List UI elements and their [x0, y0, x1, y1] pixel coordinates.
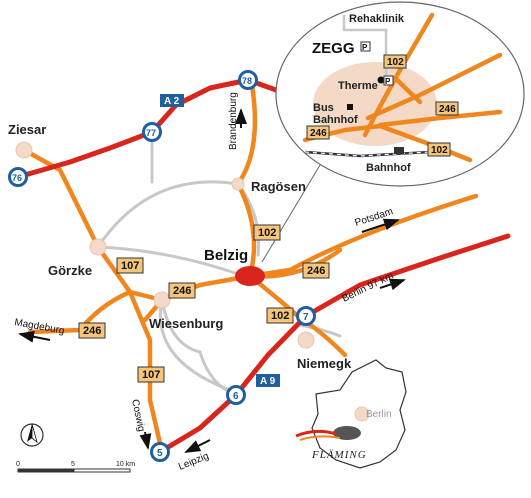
place-goerzke: Görzke: [48, 263, 92, 278]
road-boxes: [78, 54, 459, 383]
road-label-107: 107: [121, 260, 139, 272]
inset-road-label: 246: [310, 128, 327, 139]
road-label-246: 246: [83, 325, 101, 337]
direction-arrows: [18, 108, 406, 453]
scale-ten: 10 km: [116, 461, 135, 468]
inset-bahnhof: Bahnhof: [366, 162, 411, 174]
inset-therme: Therme: [338, 80, 378, 92]
inset-road-label: 246: [439, 104, 456, 115]
road-label-102: 102: [258, 227, 276, 239]
scale-zero: 0: [16, 461, 20, 468]
region-berlin: Berlin: [366, 409, 392, 420]
inset-pointer: [261, 164, 321, 263]
direction-leipzig: Leipzig: [177, 451, 211, 473]
parking-label-2: P: [385, 77, 391, 86]
scale-five: 5: [71, 461, 75, 468]
motorway-shields: [160, 94, 280, 387]
inset-road-label: 102: [431, 145, 448, 156]
direction-berlin: Berlin 97 km: [340, 270, 395, 304]
parking-boxes: [360, 41, 394, 86]
place-niemegk: Niemegk: [297, 356, 352, 371]
exit-label-7: 7: [303, 312, 309, 323]
exit-label-77: 77: [146, 128, 156, 138]
road-label-102: 102: [271, 310, 289, 322]
north-arrow: [20, 423, 44, 447]
exit-label-78: 78: [242, 76, 252, 86]
parking-label-1: P: [362, 43, 368, 52]
place-ziesar: Ziesar: [8, 122, 46, 137]
exit-label-76: 76: [12, 173, 22, 183]
direction-brandenburg: Brandenburg: [228, 92, 239, 150]
motorway-label-a9: A 9: [260, 376, 276, 387]
belzig-marker: [235, 266, 265, 286]
place-wiesenburg: Wiesenburg: [149, 316, 223, 331]
scale-bar: [17, 468, 131, 473]
road-label-107: 107: [142, 369, 160, 381]
road-label-246: 246: [307, 265, 325, 277]
flaming-region-map: [295, 359, 407, 469]
exit-label-6: 6: [233, 391, 239, 402]
motorway-label-a2: A 2: [164, 96, 180, 107]
inset-bus-line1: Bus: [313, 102, 334, 114]
road-label-246: 246: [173, 285, 191, 297]
inset-road-label: 102: [387, 57, 404, 68]
place-belzig: Belzig: [204, 247, 248, 264]
exit-label-5: 5: [157, 448, 163, 459]
region-flaming: FLÄMING: [311, 449, 367, 461]
place-ragoesen: Ragösen: [251, 179, 306, 194]
direction-coswig: Coswig: [129, 398, 147, 432]
exit-markers: [8, 70, 316, 462]
inset-town: ZEGG: [312, 40, 355, 57]
inset-bus-line2: Bahnhof: [313, 114, 358, 126]
inset-map: [275, 1, 525, 187]
town-markers: [15, 141, 315, 349]
inset-rehaklinik: Rehaklinik: [349, 13, 405, 25]
